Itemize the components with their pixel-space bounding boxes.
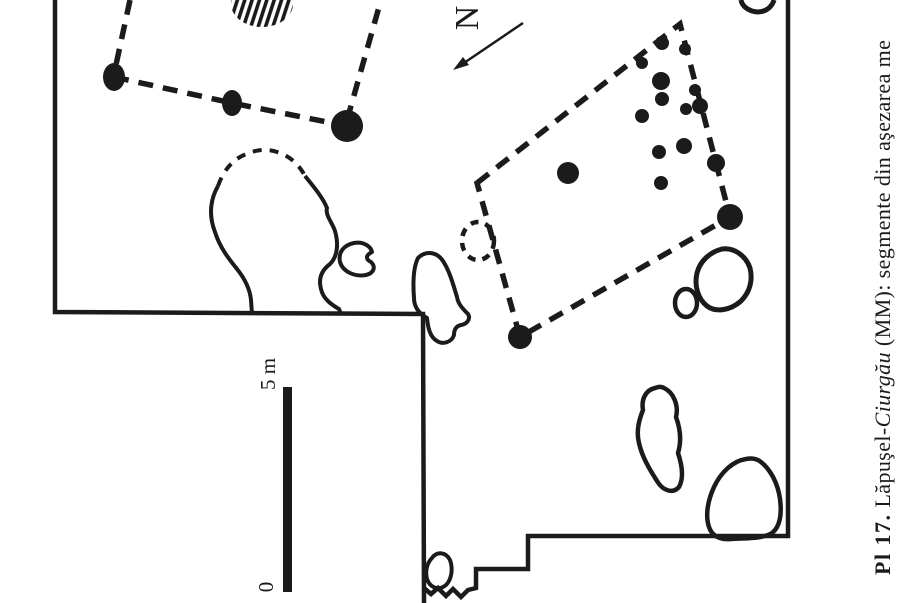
north-arrow: N (449, 6, 524, 70)
postholes-structure-1 (103, 63, 363, 142)
excavation-boundary-lower (422, 0, 791, 601)
posthole-dot (689, 84, 701, 96)
north-arrowhead (453, 57, 469, 70)
posthole-dot (222, 90, 242, 116)
pit-1-dashed-arc (216, 148, 307, 187)
pit-4-outline (693, 246, 754, 313)
postholes-structure-2 (508, 36, 743, 349)
hatched-feature (231, 0, 293, 27)
pit-3-outline (411, 251, 472, 345)
pit-8-outline (424, 551, 454, 591)
scale-bar: 5 m 0 (254, 358, 292, 592)
caption-text: (MM): segmente din aşezarea me (870, 39, 895, 353)
scale-zero-label: 0 (254, 582, 278, 593)
scale-bar-rule (283, 387, 292, 592)
posthole-dot (707, 154, 725, 172)
posthole-dot (717, 204, 743, 230)
structure-1-edge-right (344, 0, 384, 121)
posthole-dot (654, 176, 668, 190)
scale-max-label: 5 m (256, 358, 280, 390)
structure-1-edge-left (111, 0, 133, 75)
pit-1-right-side (303, 174, 343, 315)
posthole-dot (103, 63, 125, 91)
dashed-circle-feature (459, 219, 497, 263)
posthole-dot (636, 57, 648, 69)
posthole-dot (635, 109, 649, 123)
posthole-dot (679, 43, 691, 55)
caption-plate-number: Pl 17. (870, 513, 895, 575)
posthole-dot (652, 72, 670, 90)
pit-7-outline (704, 456, 783, 542)
excavation-boundary-upper (52, 0, 427, 603)
pit-6-outline (635, 384, 685, 494)
pit-1-left-side (209, 184, 254, 315)
posthole-dot (692, 98, 708, 114)
posthole-dot (655, 36, 669, 50)
caption-site-prefix: Lăpuşel- (870, 427, 895, 514)
posthole-dot (652, 145, 666, 159)
caption-site-name: Ciurgău (870, 352, 895, 428)
pit-2-outline (337, 240, 376, 278)
posthole-dot (508, 325, 532, 349)
posthole-dot (676, 138, 692, 154)
north-arrow-line (460, 21, 524, 67)
structure-1 (111, 0, 384, 129)
posthole-dot (331, 110, 363, 142)
pit-5-partial-outline (738, 0, 777, 15)
pit-4-ring (672, 286, 700, 320)
north-label: N (449, 6, 486, 31)
posthole-dot (557, 162, 579, 184)
posthole-dot (680, 103, 692, 115)
posthole-dot (655, 92, 669, 106)
figure-caption: Pl 17. Lăpuşel-Ciurgău (MM): segmente di… (869, 40, 896, 575)
